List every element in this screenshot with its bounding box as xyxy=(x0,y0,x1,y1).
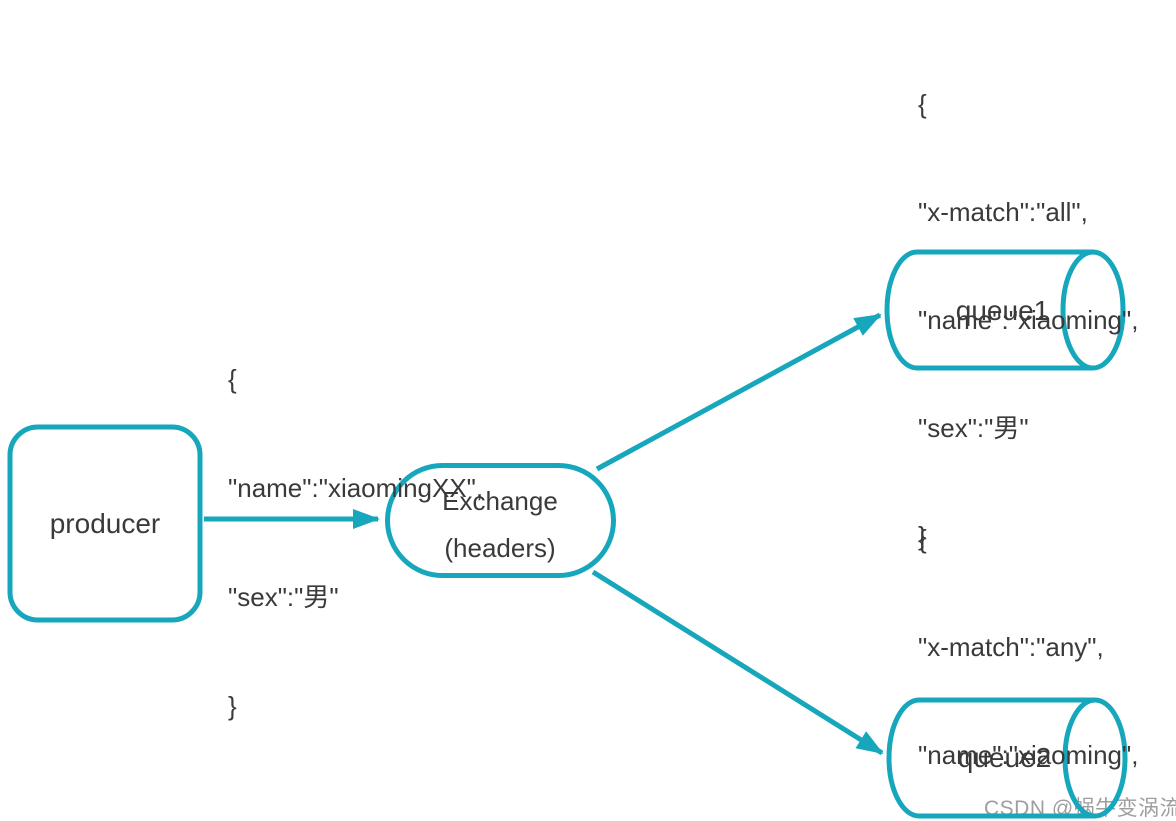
exchange-label-line2: (headers) xyxy=(444,533,556,563)
queue2-label: queue2 xyxy=(957,742,1052,773)
json-line: "name":"xiaoming", xyxy=(918,740,1139,770)
producer-box xyxy=(7,424,203,623)
json-line: } xyxy=(228,691,237,721)
json-line: "x-match":"any", xyxy=(918,632,1104,662)
producer-label: producer xyxy=(49,507,161,539)
exchange-label: Exchange (headers) xyxy=(385,478,615,572)
queue1-label: queue1 xyxy=(955,295,1050,326)
arrow-exchange-to-queue1 xyxy=(595,312,882,472)
json-line: } xyxy=(918,521,927,551)
json-line: "name":"xiaomingXX", xyxy=(228,473,484,503)
json-line: "x-match":"all", xyxy=(918,197,1088,227)
exchange-oval xyxy=(385,463,616,578)
arrow-exchange-to-queue2 xyxy=(591,569,884,756)
json-line: { xyxy=(228,364,237,394)
json-line: "sex":"男" xyxy=(228,582,339,612)
queue1-cylinder-cap xyxy=(1060,249,1126,371)
queue1-binding-json-block: { "x-match":"all", "name":"xiaoming", "s… xyxy=(918,19,1138,621)
json-line: "name":"xiaoming", xyxy=(918,305,1139,335)
json-line: { xyxy=(918,89,927,119)
exchange-label-line1: Exchange xyxy=(442,486,558,516)
queue1-cylinder-body xyxy=(884,249,1093,371)
json-line: { xyxy=(918,524,927,554)
queue2-binding-json-block: { "x-match":"any", "name":"xiaoming", "s… xyxy=(918,454,1138,821)
queue2-cylinder-body xyxy=(886,697,1095,819)
queue2-cylinder-cap xyxy=(1062,697,1128,819)
json-line: "sex":"男" xyxy=(918,413,1029,443)
message-json-block: { "name":"xiaomingXX", "sex":"男" } xyxy=(228,294,483,792)
